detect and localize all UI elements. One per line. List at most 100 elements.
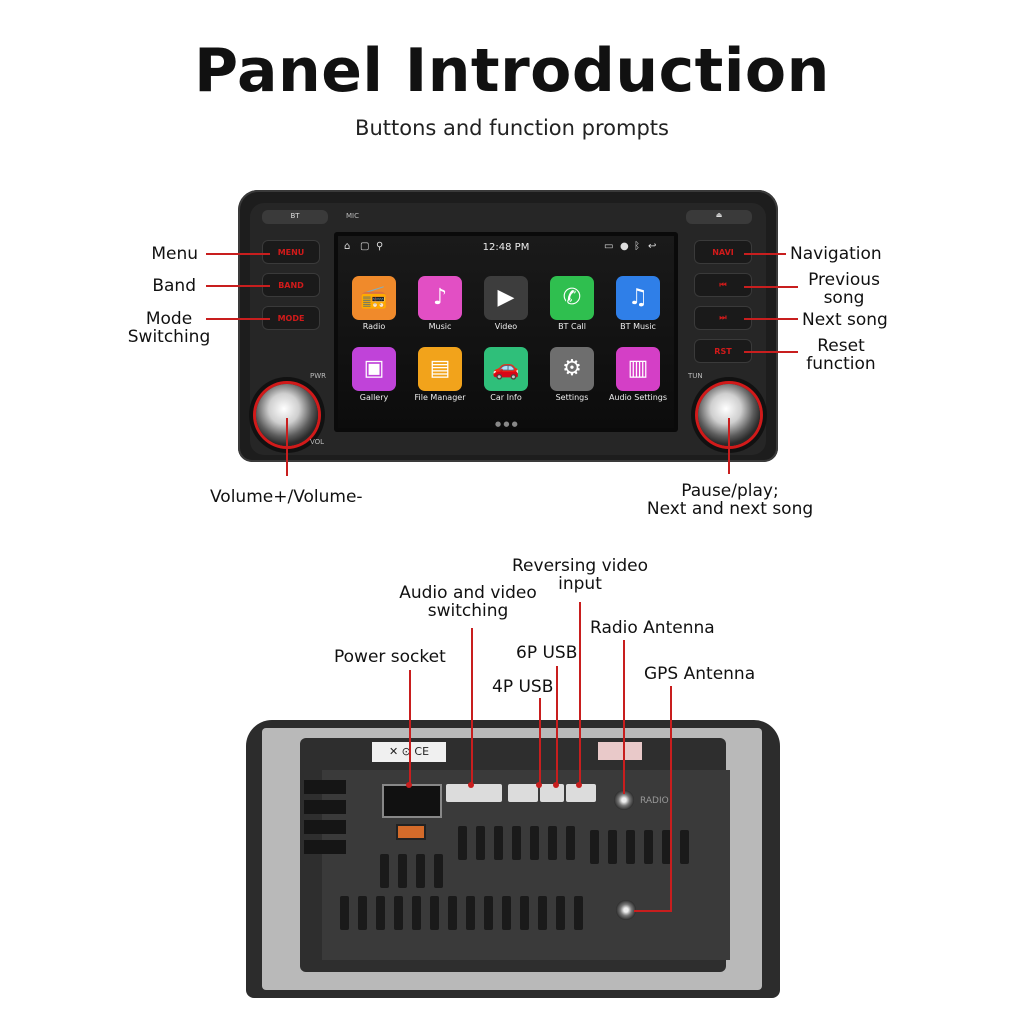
recent-apps-icon[interactable]: ▢ xyxy=(360,241,370,252)
reset-button[interactable] xyxy=(694,339,752,363)
bluetooth-music-icon: ♫ xyxy=(628,285,648,310)
app-gallery[interactable] xyxy=(352,347,396,391)
next-button[interactable] xyxy=(694,306,752,330)
vent-slot xyxy=(304,800,346,814)
heatsink-rib xyxy=(494,826,503,860)
video-icon: ▶ xyxy=(497,285,515,310)
heatsink-rib xyxy=(608,830,617,864)
callout-line-mode xyxy=(206,318,270,320)
heatsink-rib xyxy=(412,896,421,930)
phone-icon: ✆ xyxy=(562,285,582,310)
navi-button[interactable] xyxy=(694,240,752,264)
label-reset-function: Reset function xyxy=(806,336,876,374)
callout-line-reset xyxy=(744,351,798,353)
usb-6p-connector xyxy=(540,784,564,802)
label-menu: Menu xyxy=(151,244,198,264)
app-label: Car Info xyxy=(490,393,522,402)
heatsink-rib xyxy=(380,854,389,888)
label-band: Band xyxy=(152,276,196,296)
heatsink-rib xyxy=(376,896,385,930)
vol-label: VOL xyxy=(310,438,325,446)
gallery-icon: ▣ xyxy=(363,356,385,381)
app-settings[interactable] xyxy=(550,347,594,391)
radio-antenna-port xyxy=(614,790,634,810)
heatsink-rib xyxy=(358,896,367,930)
eject-button[interactable] xyxy=(686,210,752,224)
mic-label: MIC xyxy=(346,212,359,220)
eject-icon: ⏏ xyxy=(715,211,723,219)
label-navigation: Navigation xyxy=(790,244,882,264)
home-screen xyxy=(338,236,674,428)
heatsink-rib xyxy=(662,830,671,864)
av-switching-connector xyxy=(446,784,502,802)
heatsink-rib xyxy=(416,854,425,888)
callout-line-pause-play xyxy=(728,418,730,474)
label-previous-song: Previous song xyxy=(808,270,880,308)
mode-button[interactable] xyxy=(262,306,320,330)
heatsink-rib xyxy=(520,896,529,930)
gps-antenna-port xyxy=(616,900,636,920)
menu-button[interactable] xyxy=(262,240,320,264)
label-av-switching: Audio and video switching xyxy=(399,583,537,621)
label-pause-play: Pause/play; Next and next song xyxy=(646,481,814,519)
heatsink-rib xyxy=(644,830,653,864)
app-label: BT Call xyxy=(558,322,586,331)
heatsink-rib xyxy=(548,826,557,860)
page-subtitle: Buttons and function prompts xyxy=(355,116,669,140)
callout-dot xyxy=(536,782,542,788)
label-reversing-video: Reversing video input xyxy=(512,556,648,594)
heatsink-rib xyxy=(530,826,539,860)
bluetooth-icon: ᛒ xyxy=(634,241,640,252)
heatsink-rib xyxy=(476,826,485,860)
label-gps-antenna: GPS Antenna xyxy=(644,664,756,684)
back-icon[interactable]: ↩ xyxy=(648,241,657,252)
home-icon[interactable]: ⌂ xyxy=(344,241,351,252)
heatsink-rib xyxy=(434,854,443,888)
callout-line-radio-antenna xyxy=(623,640,625,794)
app-label: Settings xyxy=(555,393,589,402)
label-radio-antenna: Radio Antenna xyxy=(590,618,715,638)
heatsink-rib xyxy=(680,830,689,864)
callout-line-navigation xyxy=(744,253,786,255)
vent-slot xyxy=(304,820,346,834)
heatsink-rib xyxy=(626,830,635,864)
navi-button-label: NAVI xyxy=(712,248,734,257)
power-socket-connector xyxy=(382,784,442,818)
band-button[interactable] xyxy=(262,273,320,297)
app-radio[interactable] xyxy=(352,276,396,320)
heatsink-rib xyxy=(466,896,475,930)
callout-dot xyxy=(576,782,582,788)
heatsink-rib xyxy=(512,826,521,860)
cast-icon: ▭ xyxy=(604,241,614,252)
app-video[interactable] xyxy=(484,276,528,320)
app-bt-music[interactable] xyxy=(616,276,660,320)
app-label: Gallery xyxy=(359,393,389,402)
equalizer-icon: ▥ xyxy=(627,356,649,381)
app-label: Audio Settings xyxy=(608,393,668,402)
app-bt-call[interactable] xyxy=(550,276,594,320)
callout-line-previous xyxy=(744,286,798,288)
folder-icon: ▤ xyxy=(429,356,451,381)
app-audio-settings[interactable] xyxy=(616,347,660,391)
app-music[interactable] xyxy=(418,276,462,320)
callout-line-reversing-video xyxy=(579,602,581,786)
status-time: 12:48 PM xyxy=(482,242,530,253)
location-icon: ● xyxy=(620,241,629,252)
heatsink-rib xyxy=(398,854,407,888)
previous-button[interactable] xyxy=(694,273,752,297)
app-car-info[interactable] xyxy=(484,347,528,391)
heatsink-rib xyxy=(448,896,457,930)
app-file-manager[interactable] xyxy=(418,347,462,391)
next-icon: ⏭ xyxy=(719,313,727,322)
callout-line-6p-usb xyxy=(556,666,558,786)
bt-button[interactable] xyxy=(262,210,328,224)
music-icon: ♪ xyxy=(432,285,448,310)
label-power-socket: Power socket xyxy=(334,647,446,667)
heatsink-rib xyxy=(556,896,565,930)
mode-button-label: MODE xyxy=(277,314,305,323)
menu-button-label: MENU xyxy=(277,248,305,257)
vent-slot xyxy=(304,840,346,854)
label-6p-usb: 6P USB xyxy=(516,643,578,663)
tun-label: TUN xyxy=(688,372,703,380)
callout-line-gps-antenna xyxy=(670,686,672,910)
